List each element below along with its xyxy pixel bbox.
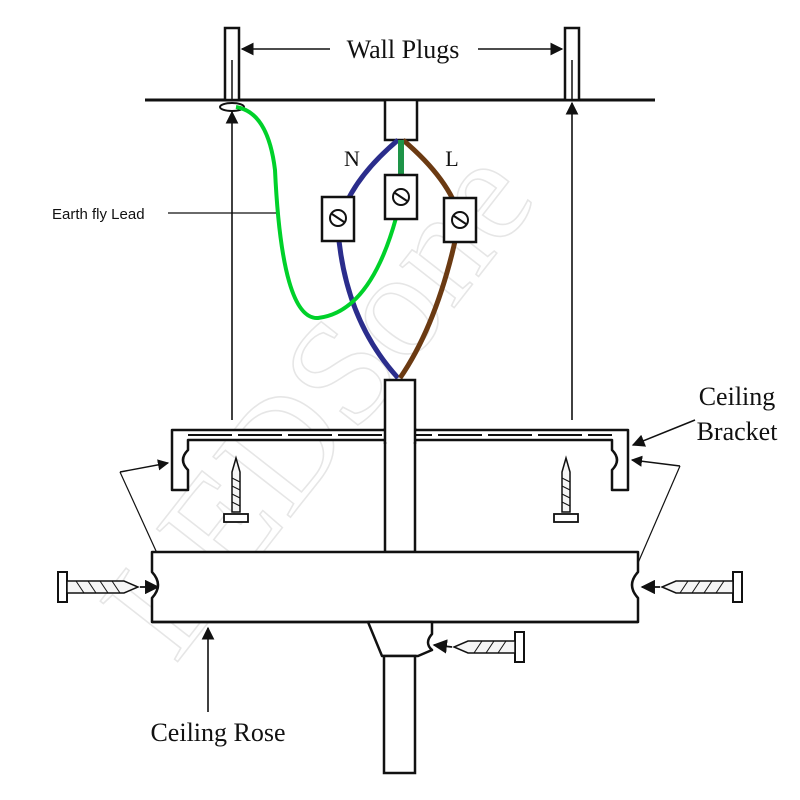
bracket-stem-cover bbox=[386, 428, 414, 442]
guide-arrow-left bbox=[119, 459, 170, 473]
live-terminal bbox=[442, 196, 478, 244]
ceiling-bracket-label-line1: Ceiling bbox=[699, 382, 776, 411]
ceiling-rose-label: Ceiling Rose bbox=[150, 718, 285, 747]
cable-entry bbox=[383, 98, 419, 142]
earth-terminal bbox=[383, 173, 419, 221]
neutral-label: N bbox=[344, 146, 360, 171]
pendant-drop bbox=[382, 654, 417, 775]
bracket-screw-right bbox=[553, 455, 579, 523]
earth-fly-lead-label: Earth fly Lead bbox=[52, 206, 145, 223]
wall-plugs-label: Wall Plugs bbox=[347, 35, 460, 64]
wall-plug-right bbox=[563, 26, 581, 102]
guide-arrow-right bbox=[630, 455, 681, 467]
rose-screw-left bbox=[57, 571, 140, 603]
bracket-screw-left bbox=[223, 455, 249, 523]
rose-cover-collar bbox=[366, 620, 434, 658]
central-stem bbox=[383, 378, 417, 554]
grub-screw bbox=[452, 631, 525, 663]
ceiling-bracket-label-line2: Bracket bbox=[697, 417, 779, 446]
ceiling-bracket-pointer bbox=[631, 419, 696, 447]
grub-screw-arrow bbox=[432, 639, 453, 654]
wall-plug-left bbox=[219, 26, 245, 112]
neutral-terminal bbox=[320, 195, 356, 243]
rose-screw-right bbox=[660, 571, 743, 603]
earth-fly-lead-wire bbox=[235, 105, 398, 321]
ceiling-rose-base bbox=[150, 550, 640, 624]
live-label: L bbox=[445, 146, 458, 171]
